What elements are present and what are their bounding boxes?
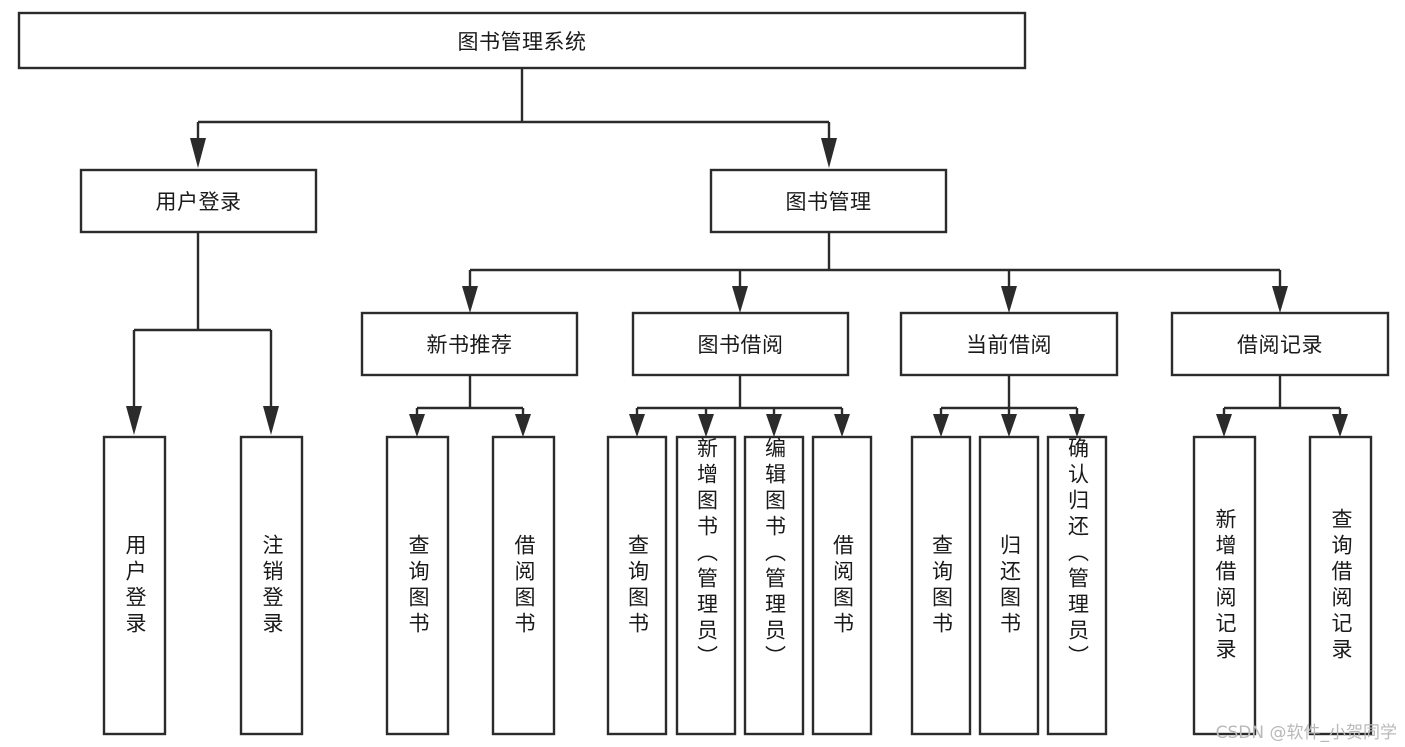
arrow-borrow-leaf-2 [698, 414, 714, 437]
arrow-current-leaf-3 [1069, 414, 1085, 437]
arrow-to-book-manage [821, 138, 837, 168]
connector-layer [126, 68, 1348, 437]
node-box-leaf-borrow-2[interactable] [743, 435, 805, 736]
node-box-layer [17, 11, 1390, 736]
node-box-leaf-user-login-1[interactable] [239, 435, 304, 736]
node-box-book-manage[interactable] [709, 168, 948, 234]
arrow-level3-1 [462, 286, 478, 313]
node-box-leaf-user-login-0[interactable] [102, 435, 167, 736]
node-box-leaf-borrow-1[interactable] [675, 435, 737, 736]
arrow-borrow-leaf-4 [834, 414, 850, 437]
node-box-leaf-record-0[interactable] [1192, 435, 1257, 736]
arrow-level3-2 [732, 286, 748, 313]
node-box-user-login[interactable] [79, 168, 318, 234]
node-box-leaf-record-1[interactable] [1308, 435, 1373, 736]
node-box-leaf-current-2[interactable] [1046, 435, 1108, 736]
arrow-userlogin-leaf-2 [263, 406, 279, 435]
arrow-current-leaf-1 [933, 414, 949, 437]
node-box-leaf-current-0[interactable] [910, 435, 972, 736]
node-box-leaf-borrow-0[interactable] [606, 435, 668, 736]
arrow-record-leaf-2 [1332, 414, 1348, 437]
arrow-borrow-leaf-3 [766, 414, 782, 437]
node-box-leaf-current-1[interactable] [978, 435, 1040, 736]
node-box-book-borrow[interactable] [631, 311, 850, 377]
node-box-root[interactable] [17, 11, 1027, 70]
node-box-leaf-borrow-3[interactable] [811, 435, 873, 736]
arrow-recommend-leaf-1 [409, 414, 425, 437]
arrow-borrow-leaf-1 [629, 414, 645, 437]
arrow-recommend-leaf-2 [515, 414, 531, 437]
arrow-to-user-login [190, 138, 206, 168]
node-box-borrow-record[interactable] [1170, 311, 1390, 377]
arrow-level3-4 [1272, 286, 1288, 313]
node-box-leaf-recommend-1[interactable] [491, 435, 556, 736]
node-box-new-book-recommend[interactable] [360, 311, 579, 377]
arrow-current-leaf-2 [1001, 414, 1017, 437]
node-box-leaf-recommend-0[interactable] [385, 435, 450, 736]
arrow-record-leaf-1 [1216, 414, 1232, 437]
node-box-current-borrow[interactable] [899, 311, 1119, 377]
arrow-level3-3 [1001, 286, 1017, 313]
arrow-userlogin-leaf-1 [126, 406, 142, 435]
